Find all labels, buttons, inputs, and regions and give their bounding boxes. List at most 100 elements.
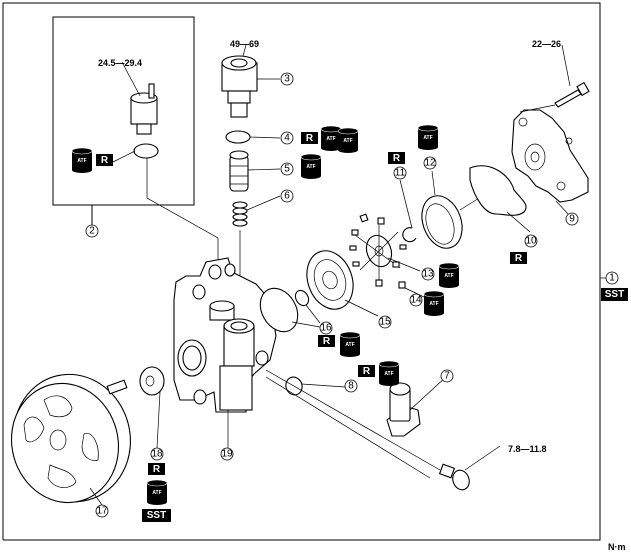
callout-3: 3 (280, 72, 294, 86)
svg-text:4: 4 (284, 133, 290, 144)
rear-cover (511, 109, 589, 203)
torque-switch: 24.5—29.4 (98, 58, 142, 68)
snap-ring (402, 227, 417, 243)
svg-text:1: 1 (609, 273, 615, 284)
side-plate (306, 250, 354, 310)
atf-fluid-icon: ATF (378, 360, 400, 386)
plug (221, 55, 258, 118)
outer-frame (2, 2, 601, 541)
atf-fluid-icon: ATF (337, 127, 359, 153)
svg-text:16: 16 (320, 323, 332, 334)
atf-fluid-icon: ATF (417, 124, 439, 150)
unit-label: N·m (608, 542, 626, 552)
svg-text:12: 12 (424, 158, 436, 169)
svg-text:ATF: ATF (345, 342, 354, 348)
atf-fluid-icon: ATF (71, 147, 93, 173)
rotor (354, 225, 401, 280)
svg-text:15: 15 (379, 317, 391, 328)
svg-text:18: 18 (151, 449, 163, 460)
torque-cover-bolt: 22—26 (532, 39, 561, 49)
callout-12: 12 (423, 156, 437, 170)
callout-1: 1 (605, 271, 619, 285)
sst-badge: SST (142, 509, 171, 522)
plug-o-ring (225, 130, 251, 144)
callout-18: 18 (150, 447, 164, 461)
callout-11: 11 (393, 166, 407, 180)
atf-fluid-icon: ATF (423, 290, 445, 316)
svg-text:ATF: ATF (343, 138, 352, 144)
atf-fluid-icon: ATF (339, 331, 361, 357)
oil-seal (139, 366, 165, 396)
replace-badge: R (301, 132, 318, 144)
svg-text:6: 6 (284, 191, 290, 202)
callout-2: 2 (85, 224, 99, 238)
cover-bolt (554, 81, 590, 108)
svg-text:SST: SST (147, 510, 166, 521)
svg-text:R: R (393, 153, 401, 164)
callout-5: 5 (280, 162, 294, 176)
replace-badge: R (96, 154, 113, 166)
atf-fluid-icon: ATF (438, 262, 460, 288)
svg-text:11: 11 (395, 168, 406, 179)
svg-text:ATF: ATF (152, 490, 161, 496)
inset-box (52, 16, 195, 206)
svg-text:ATF: ATF (429, 301, 438, 307)
svg-text:ATF: ATF (306, 164, 315, 170)
svg-text:5: 5 (284, 164, 290, 175)
svg-text:ATF: ATF (444, 273, 453, 279)
switch-o-ring (133, 143, 159, 159)
svg-text:13: 13 (422, 269, 434, 280)
atf-fluid-icon: ATF (320, 125, 342, 151)
svg-text:R: R (153, 464, 161, 475)
replace-badge: R (148, 463, 165, 475)
pressure-switch (130, 83, 158, 135)
callout-15: 15 (378, 315, 392, 329)
cam-ring (421, 195, 463, 249)
svg-text:17: 17 (96, 506, 108, 517)
control-valve (229, 150, 249, 192)
callout-4: 4 (280, 131, 294, 145)
svg-text:R: R (323, 336, 331, 347)
gasket (469, 165, 527, 216)
svg-text:SST: SST (605, 289, 624, 300)
connector (386, 382, 421, 437)
svg-text:R: R (363, 366, 371, 377)
sst-badge: SST (601, 288, 628, 301)
small-o-ring (294, 289, 310, 307)
callout-19: 19 (220, 447, 234, 461)
torque-connector-bolt: 7.8—11.8 (508, 444, 547, 454)
large-o-ring (259, 287, 299, 333)
svg-text:ATF: ATF (384, 371, 393, 377)
replace-badge: R (318, 335, 335, 347)
svg-text:R: R (101, 155, 109, 166)
atf-fluid-icon: ATF (146, 479, 168, 505)
svg-text:14: 14 (410, 295, 422, 306)
connector-bolt (438, 463, 470, 491)
callout-6: 6 (280, 189, 294, 203)
svg-text:10: 10 (525, 236, 537, 247)
pulley (10, 373, 131, 504)
callout-14: 14 (409, 293, 423, 307)
callout-16: 16 (319, 321, 333, 335)
replace-badge: R (510, 252, 527, 264)
callout-13: 13 (421, 267, 435, 281)
svg-text:ATF: ATF (77, 158, 86, 164)
svg-text:ATF: ATF (326, 136, 335, 142)
replace-badge: R (388, 152, 405, 164)
svg-text:R: R (306, 133, 314, 144)
callout-9: 9 (565, 212, 579, 226)
svg-text:9: 9 (569, 214, 575, 225)
callout-17: 17 (95, 504, 109, 518)
svg-text:ATF: ATF (423, 135, 432, 141)
callout-8: 8 (344, 379, 358, 393)
svg-text:2: 2 (89, 226, 95, 237)
svg-text:3: 3 (284, 74, 290, 85)
atf-fluid-icon: ATF (300, 153, 322, 179)
svg-text:19: 19 (221, 449, 233, 460)
torque-plug: 49—69 (230, 39, 259, 49)
spring (232, 201, 248, 227)
vanes (349, 213, 407, 289)
callout-7: 7 (440, 369, 454, 383)
replace-badge: R (358, 365, 375, 377)
